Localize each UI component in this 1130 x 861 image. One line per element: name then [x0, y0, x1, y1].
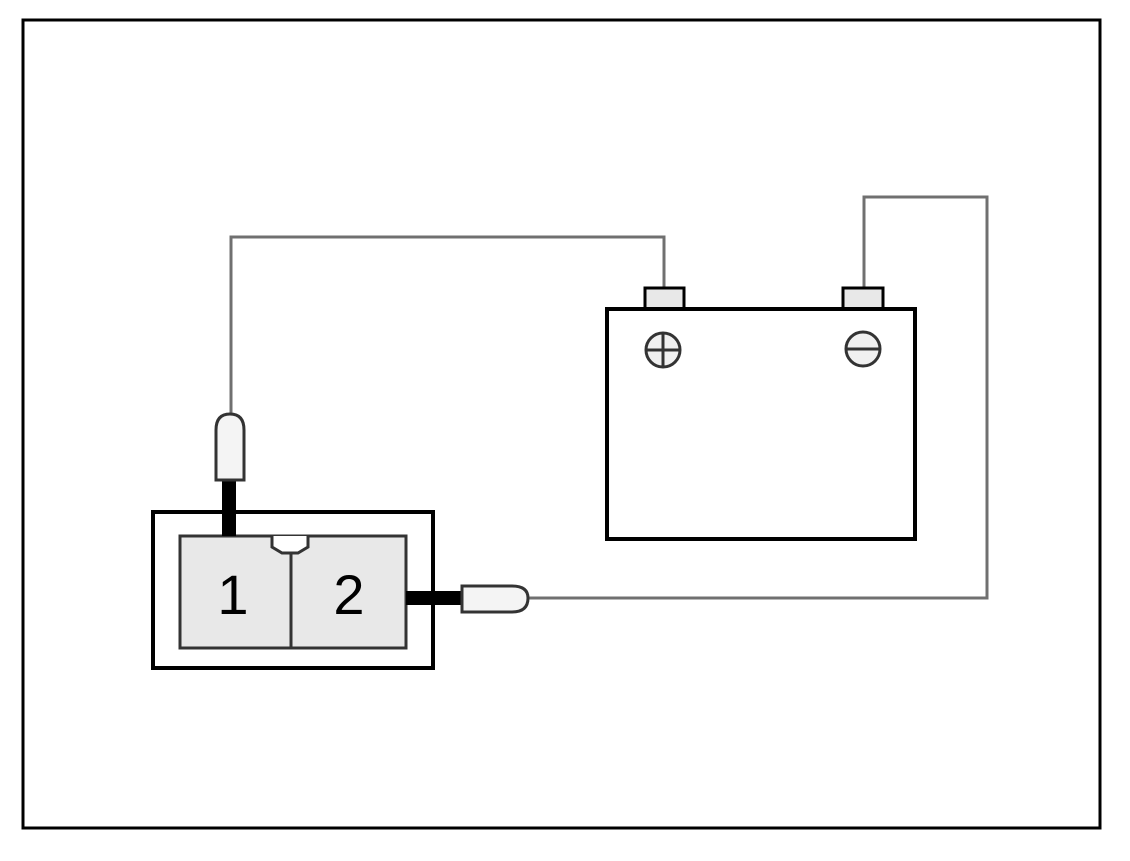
connector: 1 2: [151, 510, 435, 670]
negative-icon: [844, 330, 882, 368]
probe-pin1-tip: [214, 412, 246, 482]
probe-pin2: [406, 584, 530, 614]
connector-key-notch: [270, 536, 310, 555]
wire-positive-to-pin1: [229, 235, 666, 420]
probe-pin1-lead: [222, 478, 236, 536]
pin-2-label: 2: [333, 563, 364, 626]
wire-negative-to-pin2: [525, 195, 989, 600]
battery: [605, 286, 917, 541]
outer-frame: [21, 18, 1102, 830]
battery-terminal-negative: [841, 286, 885, 311]
battery-terminal-positive: [643, 286, 686, 311]
probe-pin2-lead: [406, 591, 464, 605]
probe-pin1: [214, 412, 246, 536]
positive-icon: [644, 331, 682, 369]
probe-pin2-tip: [460, 584, 530, 614]
wires: [229, 195, 989, 600]
pin-1-label: 1: [217, 563, 248, 626]
